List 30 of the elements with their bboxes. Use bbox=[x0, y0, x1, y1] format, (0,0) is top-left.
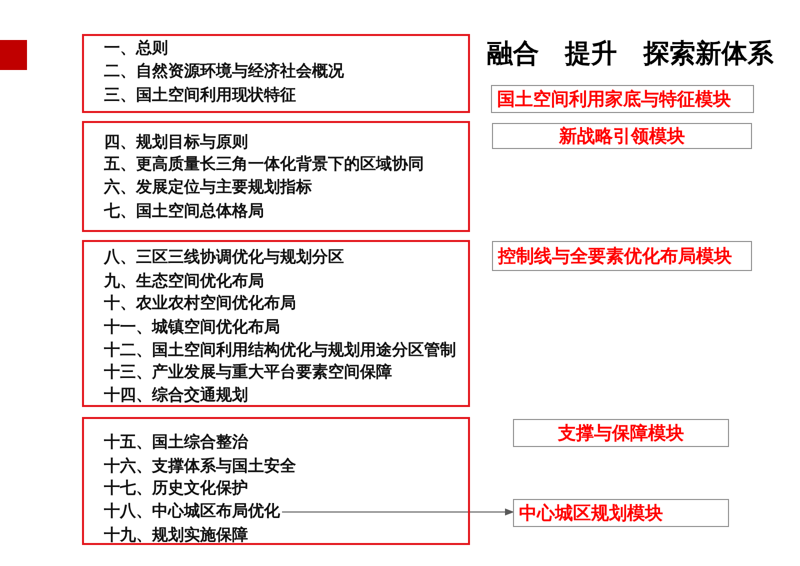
section-box bbox=[82, 121, 470, 232]
arrow bbox=[282, 508, 514, 516]
module-box: 支撑与保障模块 bbox=[513, 419, 729, 447]
list-item: 九、生态空间优化布局 bbox=[104, 272, 264, 292]
list-item: 三、国土空间利用现状特征 bbox=[104, 86, 296, 106]
list-item: 十七、历史文化保护 bbox=[104, 479, 248, 499]
list-item: 十五、国土综合整治 bbox=[104, 433, 248, 453]
list-item: 二、自然资源环境与经济社会概况 bbox=[104, 62, 344, 82]
list-item: 十四、综合交通规划 bbox=[104, 386, 248, 406]
section-box bbox=[82, 417, 470, 545]
list-item: 十三、产业发展与重大平台要素空间保障 bbox=[104, 363, 392, 383]
list-item: 十二、国土空间利用结构优化与规划用途分区管制 bbox=[104, 341, 456, 361]
list-item: 七、国土空间总体格局 bbox=[104, 202, 264, 222]
title: 融合 提升 探索新体系 bbox=[487, 38, 774, 68]
module-box: 新战略引领模块 bbox=[492, 123, 752, 149]
list-item: 十一、城镇空间优化布局 bbox=[104, 318, 280, 338]
list-item: 五、更高质量长三角一体化背景下的区域协同 bbox=[104, 155, 424, 175]
module-box: 中心城区规划模块 bbox=[513, 499, 729, 527]
list-item: 六、发展定位与主要规划指标 bbox=[104, 178, 312, 198]
list-item: 一、总则 bbox=[104, 39, 168, 59]
section-box bbox=[82, 240, 470, 407]
section-box bbox=[82, 34, 470, 113]
list-item: 十九、规划实施保障 bbox=[104, 526, 248, 546]
list-item: 十八、中心城区布局优化 bbox=[104, 502, 280, 522]
list-item: 十、农业农村空间优化布局 bbox=[104, 294, 296, 314]
module-box: 控制线与全要素优化布局模块 bbox=[492, 241, 752, 271]
list-item: 四、规划目标与原则 bbox=[104, 133, 248, 153]
list-item: 八、三区三线协调优化与规划分区 bbox=[104, 248, 344, 268]
module-box: 国土空间利用家底与特征模块 bbox=[491, 85, 754, 113]
list-item: 十六、支撑体系与国土安全 bbox=[104, 457, 296, 477]
